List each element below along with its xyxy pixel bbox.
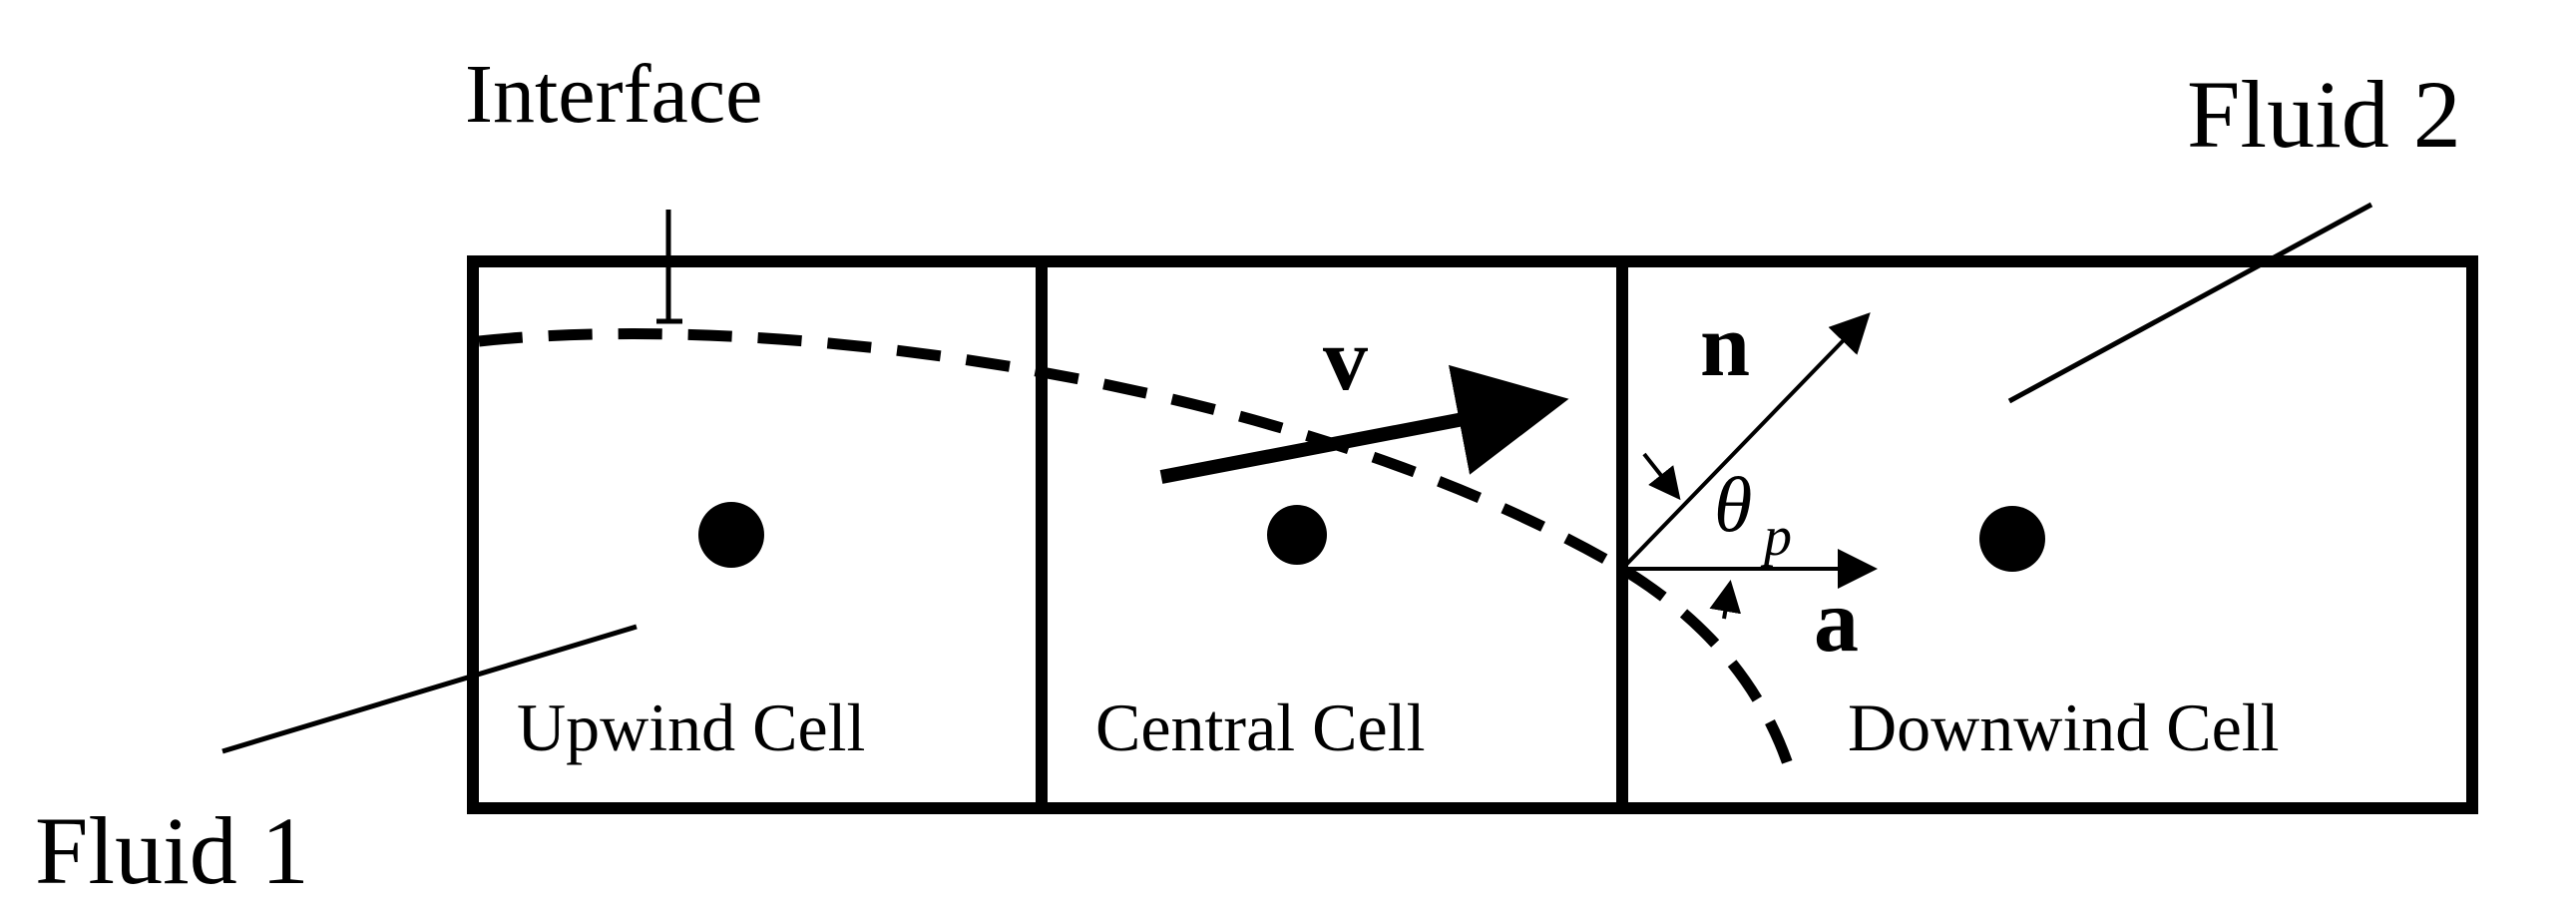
velocity-label: v [1323, 310, 1368, 409]
fluid-2-leader [2007, 202, 2373, 404]
fluid-1-leader [221, 624, 638, 754]
downwind-cell-label: Downwind Cell [1848, 689, 2280, 765]
interface-curve [478, 328, 1797, 775]
normal-label: n [1700, 296, 1750, 395]
angle-subscript: p [1760, 506, 1792, 568]
velocity-arrow [1159, 364, 1569, 484]
central-cell-label: Central Cell [1095, 689, 1425, 765]
angle-symbol: θ [1714, 461, 1752, 548]
fluid-2-label: Fluid 2 [2187, 61, 2461, 168]
angle-tick-lower [1709, 580, 1742, 620]
cell-row-border [467, 255, 2478, 814]
upwind-cell-center [698, 502, 764, 568]
central-cell-center [1267, 505, 1327, 565]
angle-tick-upper [1642, 452, 1681, 501]
upwind-cell-label: Upwind Cell [517, 689, 865, 765]
interface-label: Interface [465, 48, 762, 141]
axis-label: a [1814, 572, 1859, 671]
normal-arrow [1620, 312, 1871, 571]
fluid-1-label: Fluid 1 [35, 797, 309, 904]
downwind-cell-center [1979, 506, 2045, 572]
